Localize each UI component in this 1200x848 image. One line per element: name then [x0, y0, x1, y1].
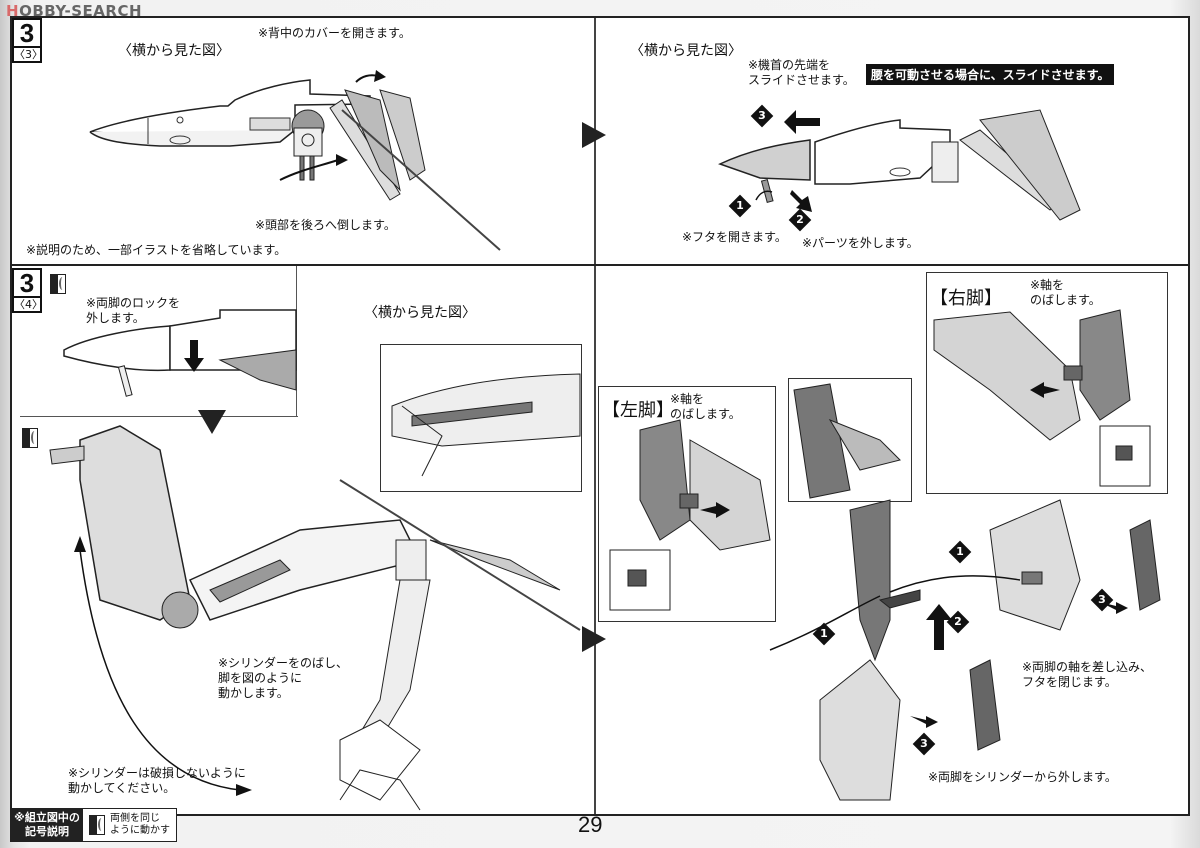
- next-step-arrow-icon: [582, 122, 606, 148]
- robot-transformation-illustration: [49, 425, 581, 811]
- step-badge-3-3: 3 〈3〉: [12, 18, 43, 63]
- step-number: 3: [19, 268, 35, 298]
- step-marker-1b: 1: [948, 540, 972, 564]
- note-nose-slide: ※機首の先端を スライドさせます。: [748, 58, 855, 87]
- symbol-legend-entry: 両側を同じ ように動かす: [83, 809, 176, 841]
- note-head-back: ※頭部を後ろへ倒します。: [255, 218, 396, 232]
- fighter-illustration-side-left: [89, 70, 501, 251]
- inset-divider: [20, 416, 298, 417]
- step-badge-3-4: 3 〈4〉: [12, 268, 43, 313]
- step-marker-3b: 3: [912, 732, 936, 756]
- note-remove-legs: ※両脚をシリンダーから外します。: [928, 770, 1117, 784]
- note-omitted-illustration: ※説明のため、一部イラストを省略しています。: [26, 243, 287, 257]
- cylinder-detail-illustration: [391, 373, 581, 477]
- symmetric-move-icon: [89, 815, 105, 835]
- side-view-heading-3-4: 〈横から見た図〉: [364, 305, 476, 321]
- step-marker-3: 3: [1090, 588, 1114, 612]
- symbol-legend-title: ※組立図中の 記号説明: [11, 809, 83, 841]
- right-leg-illustration: [933, 309, 1151, 487]
- note-insert-axis: ※両脚の軸を差し込み、 フタを閉じます。: [1022, 660, 1153, 689]
- symmetric-move-icon: [22, 428, 38, 448]
- page-number: 29: [578, 812, 603, 837]
- note-careful-cylinder: ※シリンダーは破損しないように 動かしてください。: [68, 766, 246, 795]
- step-marker-3: 3: [750, 104, 774, 128]
- down-arrow-icon: [198, 410, 226, 434]
- note-remove-part: ※パーツを外します。: [802, 236, 919, 250]
- step-marker-1: 1: [812, 622, 836, 646]
- side-view-heading-right: 〈横から見た図〉: [630, 43, 742, 59]
- step-marker-2: 2: [788, 208, 812, 232]
- assembly-illustration: [769, 499, 1161, 801]
- next-step-arrow-icon: [582, 626, 606, 652]
- side-view-heading: 〈横から見た図〉: [118, 43, 230, 59]
- watermark: HOBBY-SEARCH: [6, 2, 143, 20]
- left-leg-illustration: [609, 419, 771, 611]
- left-leg-note: ※軸を のばします。: [670, 392, 741, 421]
- symbol-description: 両側を同じ ように動かす: [110, 813, 170, 836]
- right-leg-label: 【右脚】: [930, 288, 1002, 309]
- symmetric-move-icon: [50, 274, 66, 294]
- waist-slide-label: 腰を可動させる場合に、スライドさせます。: [866, 64, 1115, 85]
- panel-divider-bottom: [594, 266, 596, 814]
- step-marker-2: 2: [946, 610, 970, 634]
- sub-step-number: 〈4〉: [14, 296, 43, 311]
- sub-step-number: 〈3〉: [14, 46, 43, 61]
- fighter-illustration-side-right: [718, 109, 1081, 221]
- hip-joint-illustration: [793, 383, 901, 499]
- fighter-nose-inset-illustration: [63, 309, 297, 397]
- step-number: 3: [19, 18, 35, 48]
- note-open-lid: ※フタを開きます。: [682, 230, 787, 244]
- section-divider: [10, 264, 1190, 266]
- step-marker-1: 1: [728, 194, 752, 218]
- right-leg-note: ※軸を のばします。: [1030, 278, 1101, 307]
- note-unlock-legs: ※両脚のロックを 外します。: [86, 296, 181, 325]
- left-leg-label: 【左脚】: [602, 400, 674, 421]
- note-extend-cylinder: ※シリンダーをのばし、 脚を図のように 動かします。: [218, 656, 349, 700]
- note-back-cover: ※背中のカバーを開きます。: [258, 26, 411, 40]
- symbol-legend: ※組立図中の 記号説明 両側を同じ ように動かす: [10, 808, 177, 842]
